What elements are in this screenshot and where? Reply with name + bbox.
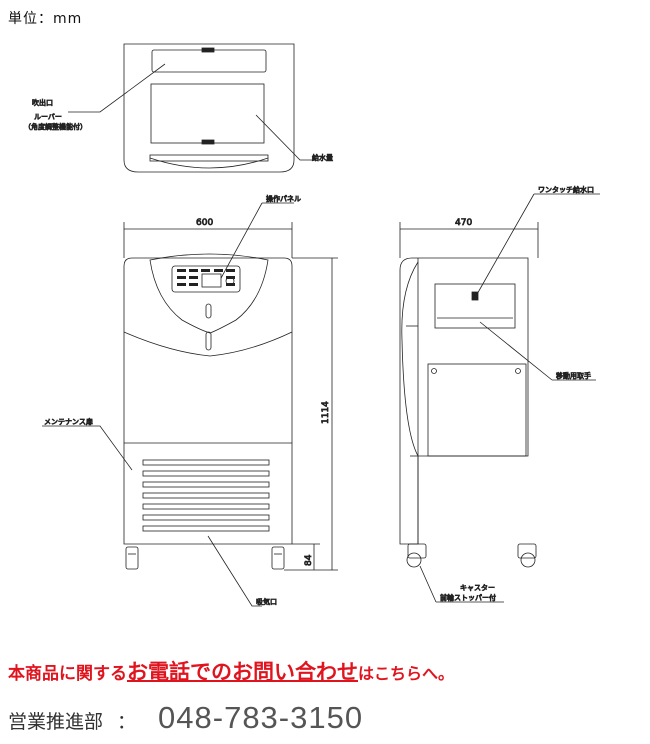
top-view: 吹出口 ルーバー （角度調整機能付） 給水量 bbox=[24, 43, 333, 173]
handle-leader bbox=[479, 321, 596, 381]
depth-dim: 470 bbox=[455, 218, 472, 228]
angle-label: （角度調整機能付） bbox=[24, 122, 87, 131]
side-caster-front bbox=[517, 543, 537, 559]
front-slot-lower bbox=[205, 331, 212, 351]
phone-number[interactable]: 048-783-3150 bbox=[158, 700, 364, 735]
front-slot-upper bbox=[205, 303, 212, 319]
front-caster-right bbox=[271, 546, 285, 570]
front-view: 600 操作パネル bbox=[42, 194, 338, 607]
unit-label: 単位：mm bbox=[8, 11, 83, 27]
tank-label: 給水量 bbox=[312, 153, 333, 162]
foot-dim: 84 bbox=[304, 554, 314, 566]
panel-buttons bbox=[177, 269, 235, 286]
intake-leader bbox=[207, 535, 262, 607]
outlet-label: 吹出口 bbox=[32, 98, 53, 107]
louver-label: ルーバー bbox=[34, 113, 62, 121]
caster-label: キャスター bbox=[460, 583, 495, 592]
tank-leader bbox=[255, 114, 318, 161]
side-wheel-rear bbox=[406, 552, 422, 568]
fill-port-label: ワンタッチ給水口 bbox=[538, 185, 594, 194]
promo-part1: 本商品に関する bbox=[8, 664, 127, 684]
outlet-leader bbox=[68, 63, 166, 113]
front-body bbox=[123, 257, 293, 545]
louver-outlet bbox=[151, 49, 267, 73]
fill-port bbox=[471, 291, 479, 301]
contact-line: 営業推進部 ： 048-783-3150 bbox=[8, 700, 363, 736]
height-dim: 1114 bbox=[321, 401, 331, 424]
top-view-base-curve bbox=[149, 157, 269, 169]
caster-leader bbox=[419, 565, 504, 603]
maintenance-label: メンテナンス扉 bbox=[44, 417, 93, 426]
panel-label: 操作パネル bbox=[266, 194, 301, 203]
department-name: 営業推進部 bbox=[8, 711, 104, 733]
side-panel bbox=[427, 363, 527, 457]
panel-bottom-curve bbox=[123, 331, 293, 357]
promo-phone-inquiry: お電話でのお問い合わせ bbox=[127, 660, 358, 684]
water-tank-top bbox=[150, 83, 265, 144]
maintenance-leader bbox=[42, 425, 133, 471]
top-view-inner-band bbox=[149, 154, 269, 162]
technical-drawing: 吹出口 ルーバー （角度調整機能付） 給水量 600 操作パネル bbox=[24, 43, 600, 607]
side-wheel-front bbox=[520, 552, 536, 568]
control-panel bbox=[171, 265, 241, 293]
control-panel-housing bbox=[149, 253, 269, 334]
panel-leader bbox=[219, 202, 294, 281]
panel-display bbox=[201, 273, 222, 288]
inquiry-banner: 本商品に関するお電話でのお問い合わせはこちらへ。 bbox=[8, 656, 454, 686]
side-tank bbox=[434, 283, 516, 329]
fill-port-leader bbox=[475, 193, 600, 297]
top-view-outline bbox=[123, 43, 295, 173]
louver-mark-top bbox=[201, 47, 215, 53]
width-dim: 600 bbox=[196, 218, 213, 228]
front-caster-left bbox=[125, 546, 139, 570]
side-view: 470 ワンタッチ給水口 移動用取手 キャスター 前輪ストッパー付 bbox=[399, 185, 600, 603]
side-front-bulge bbox=[401, 261, 419, 457]
contact-colon: ： bbox=[117, 711, 137, 733]
panel-knob bbox=[225, 276, 235, 286]
tank-mark-bottom bbox=[201, 139, 215, 145]
stopper-label: 前輪ストッパー付 bbox=[440, 593, 496, 602]
side-caster-rear bbox=[407, 543, 427, 559]
intake-label: 吸気口 bbox=[256, 597, 277, 606]
handle-label: 移動用取手 bbox=[556, 371, 591, 380]
side-body bbox=[399, 257, 529, 545]
promo-part3: はこちらへ。 bbox=[358, 664, 455, 683]
intake-grille bbox=[142, 459, 270, 532]
